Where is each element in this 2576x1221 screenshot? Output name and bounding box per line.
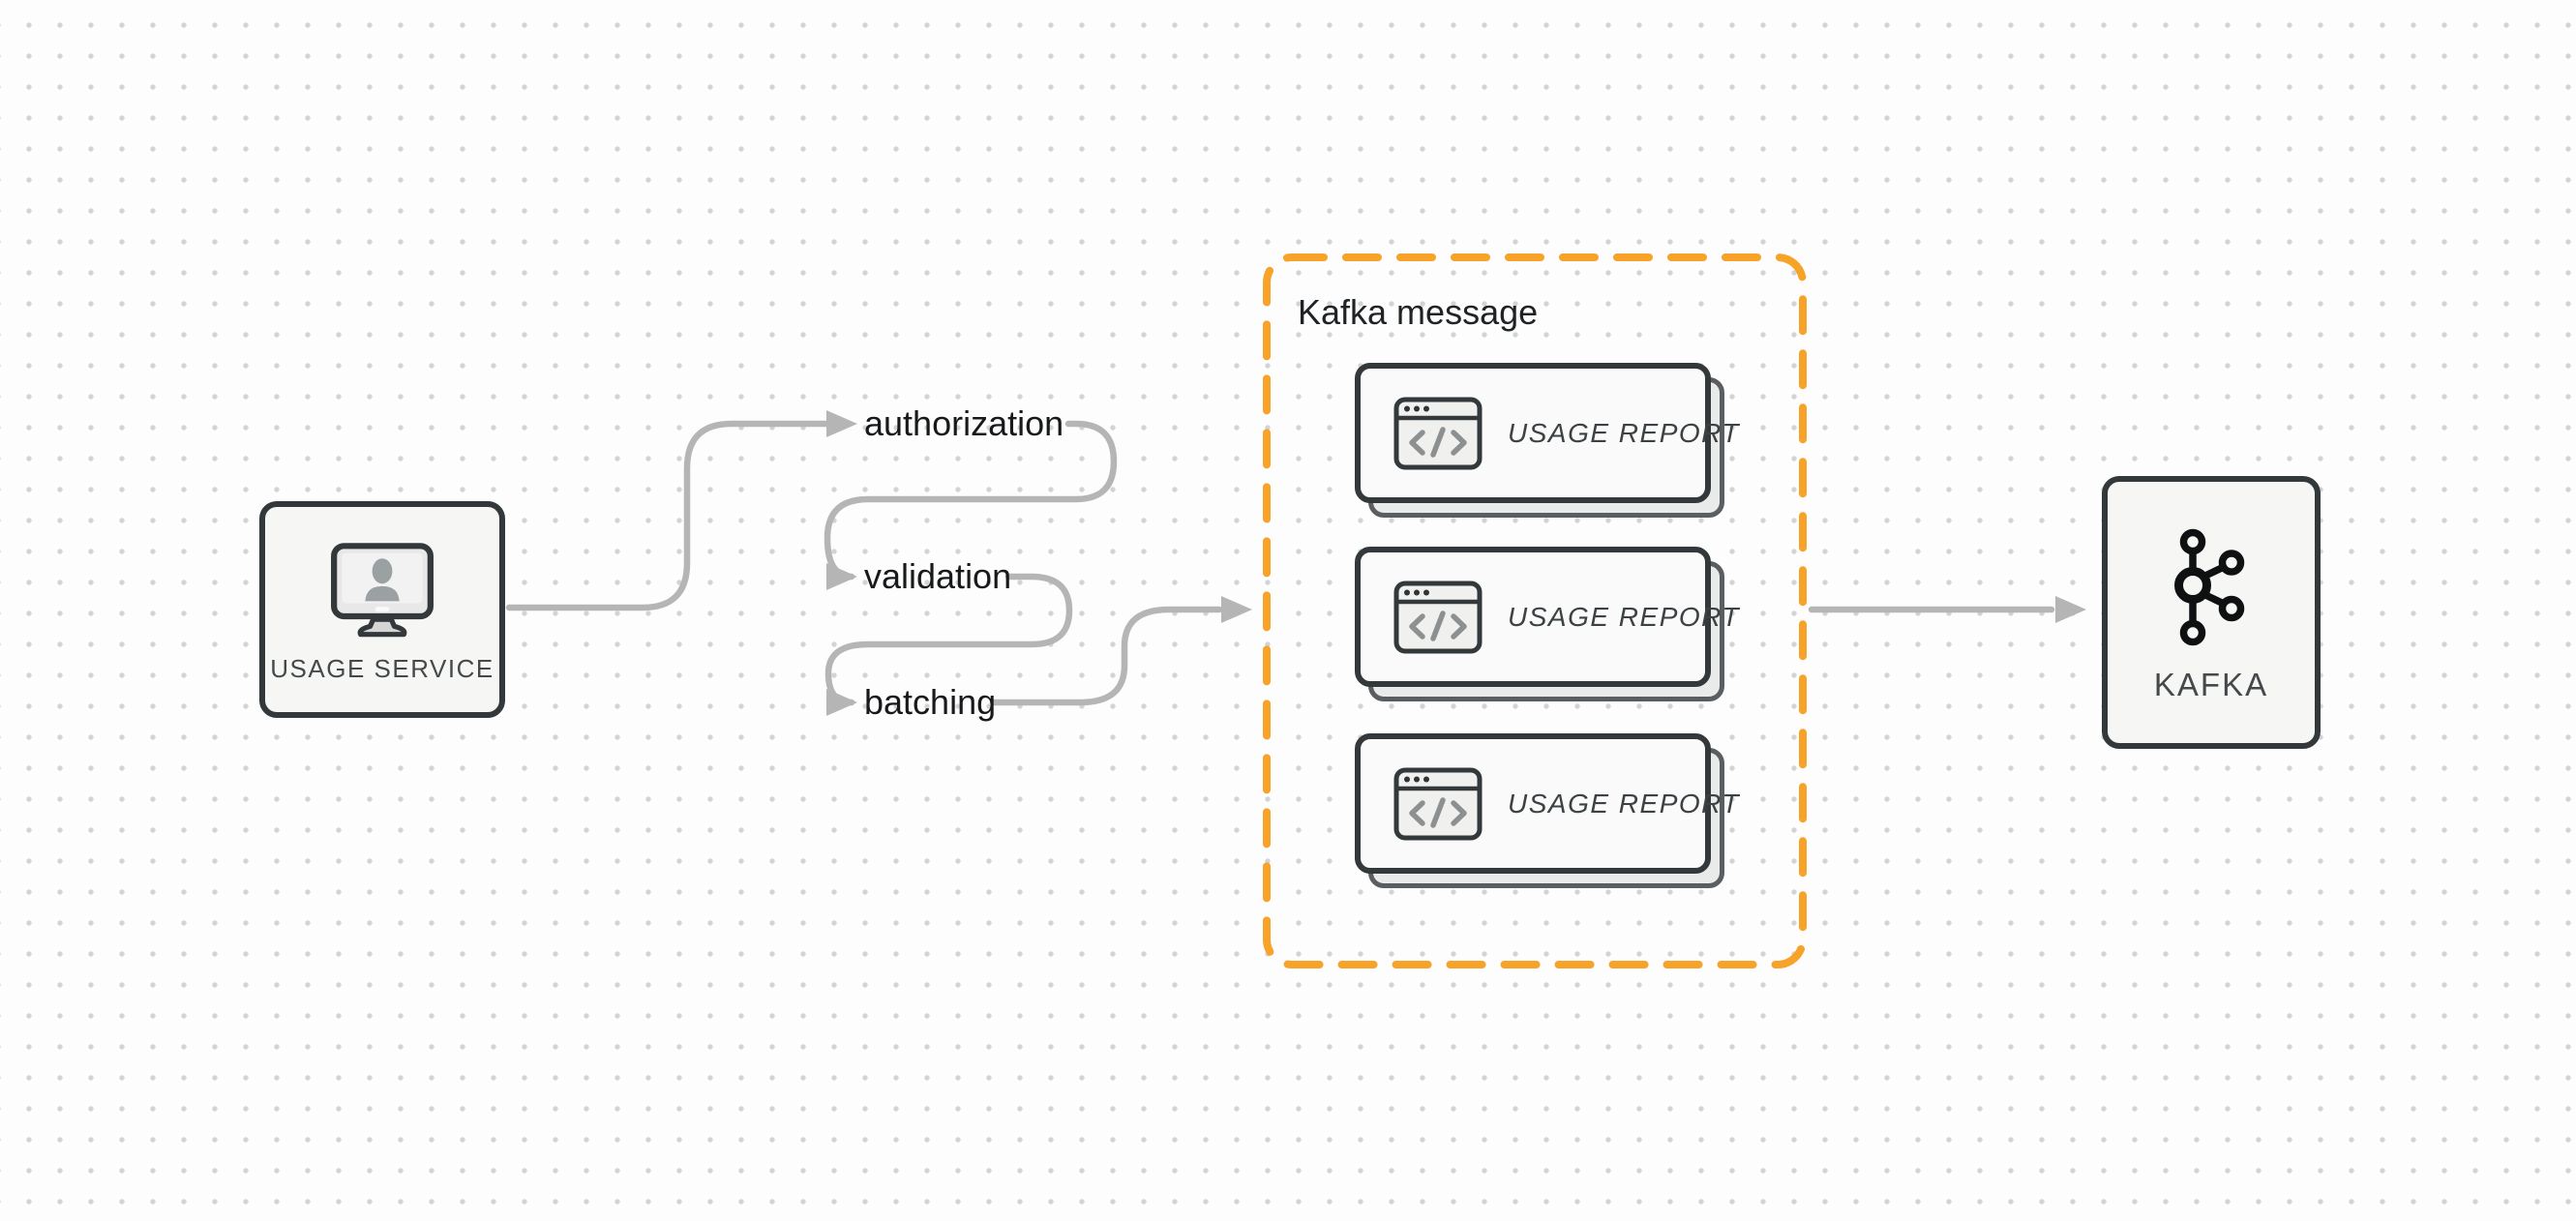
code-window-icon (1393, 397, 1483, 469)
usage-report-label: USAGE REPORT (1508, 417, 1740, 448)
arrowhead-authorization (826, 410, 857, 437)
usage-service-label: USAGE SERVICE (270, 653, 494, 683)
step-label-authorization: authorization (864, 403, 1064, 443)
arrowhead-into-kafka (2055, 596, 2086, 623)
kafka-node: KAFKA (2102, 476, 2321, 749)
kafka-label: KAFKA (2153, 667, 2269, 702)
connector-authorization-to-validation (824, 420, 1118, 581)
arrowhead-into-group (1221, 596, 1252, 623)
connector-batching-to-group (989, 606, 1223, 706)
arrowhead-validation (826, 563, 857, 590)
code-window-icon (1393, 581, 1483, 653)
arrowhead-batching (826, 689, 857, 716)
usage-report-label: USAGE REPORT (1508, 788, 1740, 819)
connector-validation-to-batching (824, 573, 1073, 706)
usage-service-node: USAGE SERVICE (259, 501, 505, 718)
kafka-message-dashed-border (1263, 253, 1807, 968)
usage-report-card: USAGE REPORT (1355, 547, 1738, 701)
flow-connectors (505, 420, 2055, 706)
step-label-validation: validation (864, 556, 1012, 596)
card-front: USAGE REPORT (1355, 733, 1738, 874)
connector-usage-to-authorization (505, 420, 832, 611)
usage-report-label: USAGE REPORT (1508, 601, 1740, 632)
step-label-batching: batching (864, 682, 997, 722)
monitor-user-icon (331, 542, 434, 637)
code-window-icon (1393, 767, 1483, 840)
card-front: USAGE REPORT (1355, 363, 1738, 503)
kafka-logo-icon (2174, 528, 2245, 646)
usage-report-card: USAGE REPORT (1355, 363, 1738, 518)
kafka-message-group-title: Kafka message (1298, 292, 1539, 332)
usage-report-card: USAGE REPORT (1355, 733, 1738, 888)
arrowheads (826, 410, 2086, 716)
card-front: USAGE REPORT (1355, 547, 1738, 687)
